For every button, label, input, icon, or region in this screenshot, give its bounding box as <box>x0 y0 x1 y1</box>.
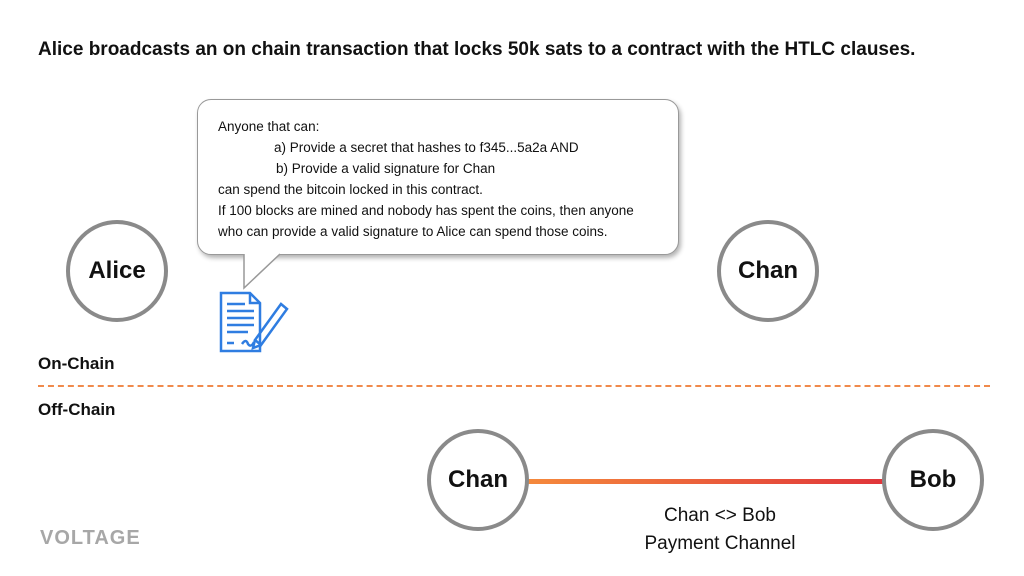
bubble-tail <box>243 252 282 290</box>
channel-label-line2: Payment Channel <box>644 533 796 554</box>
bubble-line: can spend the bitcoin locked in this con… <box>218 182 483 197</box>
bubble-line: Anyone that can: <box>218 119 320 134</box>
payment-channel-label: Chan <> Bob Payment Channel <box>620 502 820 558</box>
chain-divider <box>38 385 990 387</box>
page-title: Alice broadcasts an on chain transaction… <box>38 39 916 60</box>
node-chan-onchain: Chan <box>717 220 819 322</box>
on-chain-label: On-Chain <box>38 354 115 373</box>
bubble-line: If 100 blocks are mined and nobody has s… <box>218 203 634 218</box>
bubble-line: a) Provide a secret that hashes to f345.… <box>274 140 579 155</box>
bubble-line: who can provide a valid signature to Ali… <box>218 224 608 239</box>
node-bob: Bob <box>882 429 984 531</box>
voltage-logo: VOLTAGE <box>40 527 141 549</box>
channel-label-line1: Chan <> Bob <box>664 505 776 526</box>
contract-document-icon <box>219 291 289 353</box>
off-chain-label: Off-Chain <box>38 400 116 419</box>
payment-channel-line <box>525 479 887 484</box>
node-alice: Alice <box>66 220 168 322</box>
bubble-line: b) Provide a valid signature for Chan <box>276 161 496 176</box>
node-chan-offchain: Chan <box>427 429 529 531</box>
contract-speech-bubble: Anyone that can: a) Provide a secret tha… <box>197 99 679 255</box>
